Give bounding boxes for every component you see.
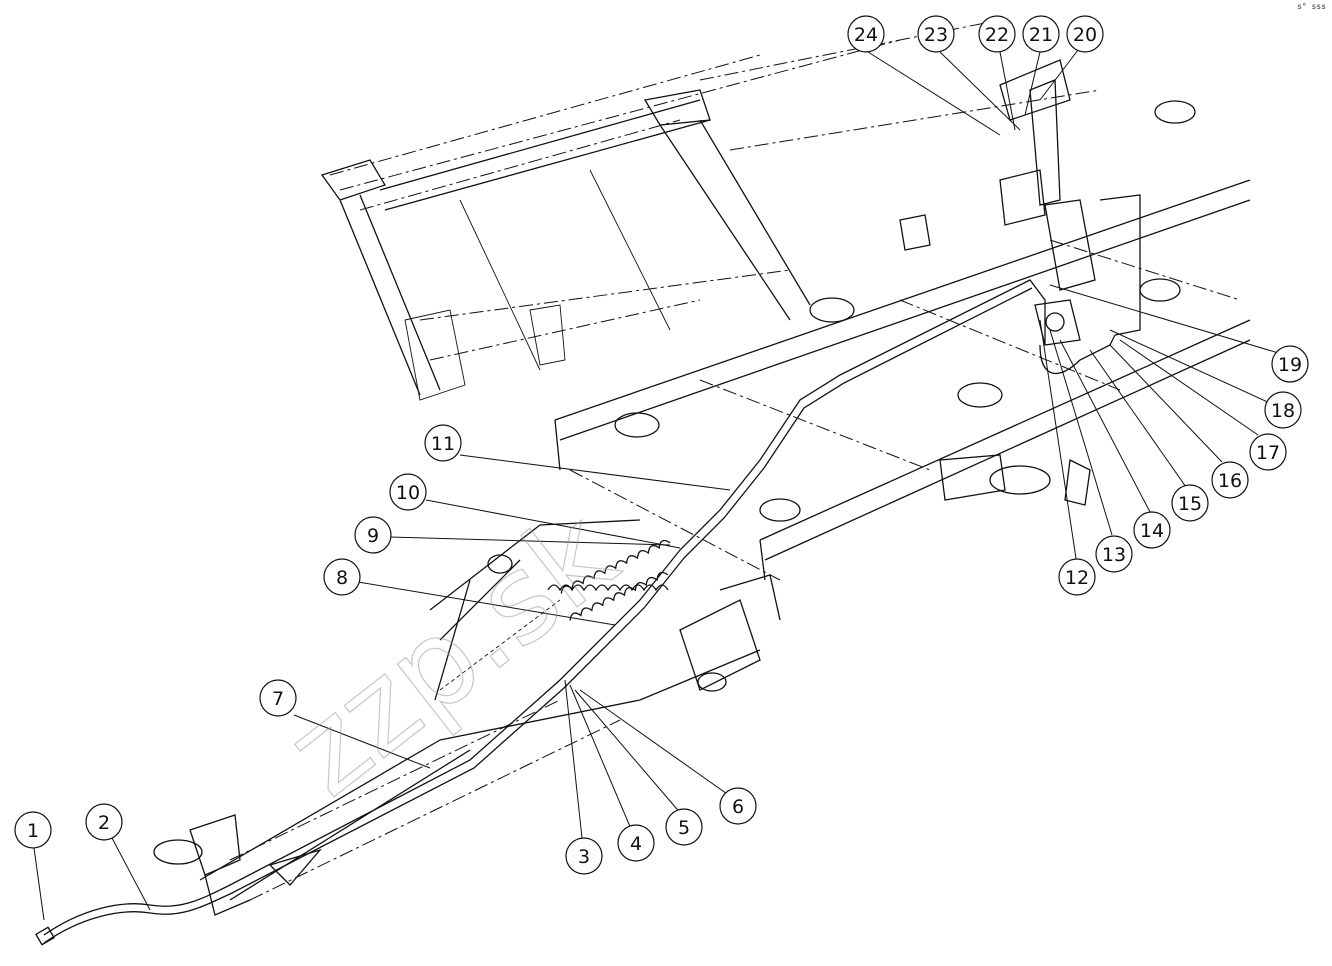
svg-text:15: 15 (1178, 493, 1202, 515)
svg-text:3: 3 (578, 846, 590, 868)
callout-3: 3 (565, 837, 603, 875)
hydraulic-line (35, 279, 1116, 946)
watermark: zzp.sk (262, 484, 641, 823)
corner-mark: s° sss (1297, 2, 1326, 11)
svg-text:16: 16 (1218, 470, 1242, 492)
svg-text:7: 7 (272, 688, 284, 710)
callout-4: 4 (617, 824, 655, 862)
callout-6: 6 (719, 787, 757, 825)
callout-19: 19 (1271, 345, 1309, 383)
svg-text:17: 17 (1256, 442, 1280, 464)
hydraulic-ram (899, 59, 1141, 346)
drawbar-frame (153, 519, 781, 916)
svg-text:2: 2 (98, 812, 110, 834)
svg-text:9: 9 (367, 525, 379, 547)
callout-21: 21 (1022, 15, 1060, 53)
callout-13: 13 (1095, 535, 1133, 573)
svg-text:8: 8 (336, 567, 348, 589)
callout-1: 1 (14, 811, 52, 849)
tension-springs (439, 539, 671, 691)
svg-text:20: 20 (1073, 24, 1097, 46)
callout-2: 2 (85, 803, 123, 841)
svg-text:6: 6 (732, 796, 744, 818)
tipper-body-frame (320, 19, 1101, 401)
svg-text:14: 14 (1140, 520, 1164, 542)
svg-text:18: 18 (1271, 400, 1295, 422)
callout-16: 16 (1211, 461, 1249, 499)
callout-23: 23 (917, 15, 955, 53)
callout-24: 24 (847, 15, 885, 53)
callout-5: 5 (665, 808, 703, 846)
callout-7: 7 (259, 679, 297, 717)
leader-lines (33, 49, 1286, 921)
svg-text:4: 4 (630, 833, 642, 855)
callout-12: 12 (1058, 558, 1096, 596)
svg-text:21: 21 (1029, 24, 1053, 46)
callout-17: 17 (1249, 433, 1287, 471)
chassis-frame (554, 100, 1251, 581)
callout-9: 9 (354, 516, 392, 554)
callout-15: 15 (1171, 484, 1209, 522)
callouts: 1 2 3 4 5 6 7 8 9 10 11 12 13 14 15 16 1… (14, 15, 1309, 875)
svg-text:23: 23 (924, 24, 948, 46)
svg-text:12: 12 (1065, 567, 1089, 589)
callout-10: 10 (389, 473, 427, 511)
callout-14: 14 (1133, 511, 1171, 549)
svg-text:22: 22 (985, 24, 1009, 46)
callout-8: 8 (323, 558, 361, 596)
callout-22: 22 (978, 15, 1016, 53)
svg-text:1: 1 (27, 820, 39, 842)
svg-text:5: 5 (678, 817, 690, 839)
svg-text:19: 19 (1278, 354, 1302, 376)
callout-20: 20 (1066, 15, 1104, 53)
svg-text:10: 10 (396, 482, 420, 504)
svg-text:11: 11 (431, 433, 455, 455)
svg-text:24: 24 (854, 24, 878, 46)
callout-11: 11 (424, 424, 462, 462)
svg-text:13: 13 (1102, 544, 1126, 566)
callout-18: 18 (1264, 391, 1302, 429)
